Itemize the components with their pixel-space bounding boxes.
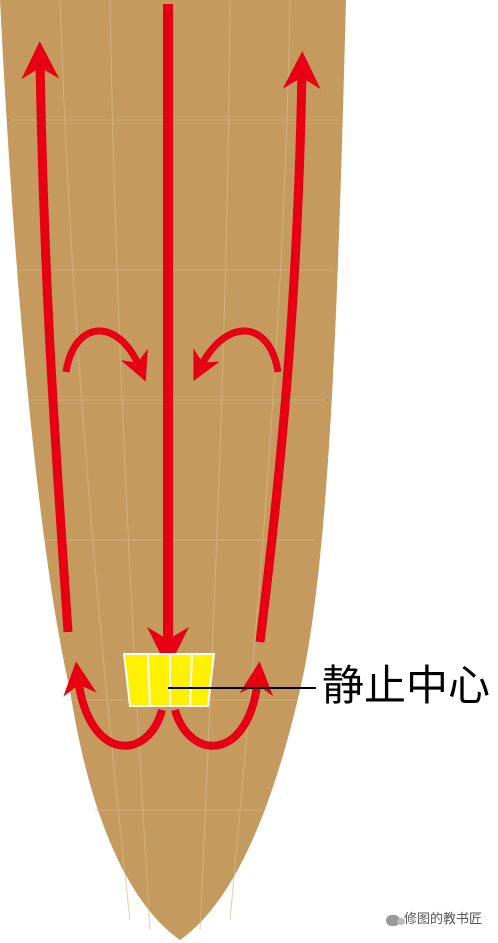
bottom-right-arrow xyxy=(171,661,274,750)
quiescent-center-label: 静止中心 xyxy=(322,661,491,710)
right-up-arrow xyxy=(255,51,321,643)
wechat-icon xyxy=(386,914,405,926)
left-up-arrow xyxy=(21,41,73,633)
watermark-text: 修图的教书匠 xyxy=(404,912,483,927)
flow-arrows xyxy=(21,4,321,750)
bottom-left-arrow xyxy=(63,661,166,750)
left-curl-arrow xyxy=(62,327,148,382)
right-curl-arrow xyxy=(193,327,282,382)
watermark: 修图的教书匠 xyxy=(386,912,482,928)
quiescent-center xyxy=(122,653,216,707)
